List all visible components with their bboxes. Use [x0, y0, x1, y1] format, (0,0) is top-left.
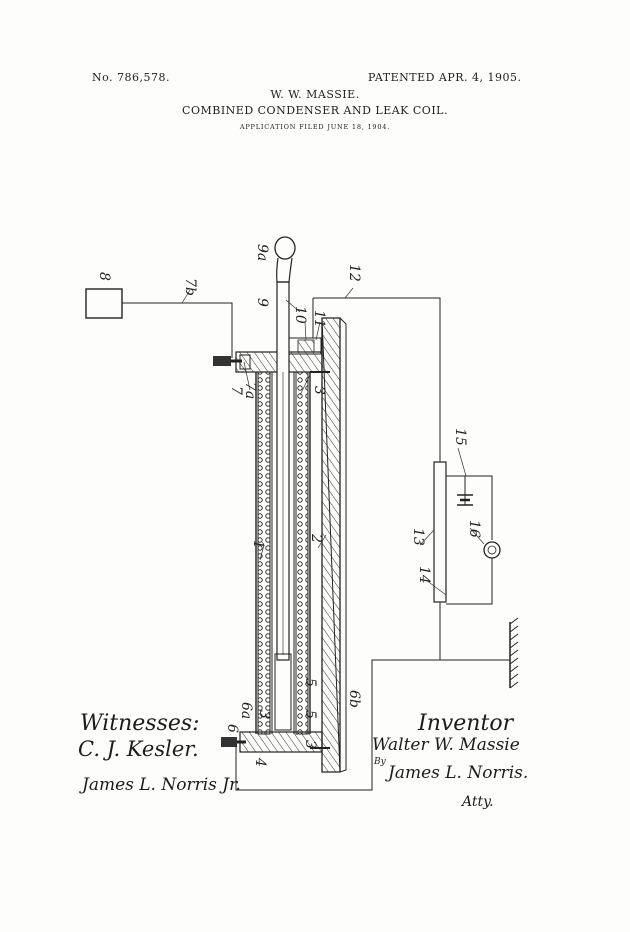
- label-10: 10: [292, 306, 308, 324]
- witnesses-label: Witnesses:: [80, 711, 200, 736]
- application-filed: APPLICATION FILED JUNE 18, 1904.: [239, 123, 391, 131]
- ground-wire: [371, 659, 510, 772]
- leak-coil-13: [433, 461, 447, 660]
- label-7: 7: [228, 386, 244, 395]
- label-6a: 6a: [238, 702, 254, 719]
- terminal-screw-lower: [221, 737, 246, 747]
- label-14: 14: [416, 566, 432, 584]
- label-12: 12: [346, 264, 362, 282]
- patent-number: No. 786,578.: [92, 71, 171, 84]
- witness-2-signature: James L. Norris Jr.: [79, 775, 241, 795]
- atty-label: Atty.: [460, 794, 494, 810]
- patent-date: PATENTED APR. 4, 1905.: [368, 71, 522, 84]
- label-3c: 3: [302, 740, 318, 749]
- label-3b: 3: [256, 710, 272, 719]
- label-5a: 5: [302, 678, 318, 687]
- coil-tube: [255, 371, 311, 735]
- signature-block: Witnesses: C. J. Kesler. James L. Norris…: [78, 711, 528, 810]
- inventor-signature: Walter W. Massie: [372, 735, 520, 755]
- label-5b: 5: [302, 710, 318, 719]
- wire-6b: [235, 745, 373, 791]
- label-4: 4: [252, 757, 268, 767]
- label-13: 13: [410, 528, 426, 546]
- base-board: [321, 317, 347, 773]
- lamp-16: [446, 541, 501, 605]
- wire-7b: [122, 302, 233, 358]
- by-label: By: [373, 757, 387, 767]
- box-8: [85, 288, 123, 319]
- label-2: 2: [308, 533, 324, 543]
- lower-block: [239, 731, 330, 753]
- label-1: 1: [250, 540, 266, 549]
- label-9: 9: [254, 298, 270, 307]
- patent-title: COMBINED CONDENSER AND LEAK COIL.: [182, 104, 448, 117]
- core-rod: [274, 236, 296, 731]
- battery-15: [446, 475, 493, 540]
- terminal-screw-upper: [213, 354, 251, 370]
- figure-labels: 9a 8 7b 9 10 11 12 7 7a 3 15 1 2 13 16 1…: [96, 244, 482, 767]
- witness-1-signature: C. J. Kesler.: [78, 737, 199, 761]
- label-7b: 7b: [182, 278, 198, 296]
- inventor-label: Inventor: [417, 711, 515, 736]
- label-11: 11: [311, 310, 327, 328]
- wire-12: [313, 297, 441, 462]
- label-9a: 9a: [254, 244, 270, 261]
- label-6: 6: [224, 724, 240, 733]
- label-15: 15: [452, 428, 468, 446]
- label-7a: 7a: [242, 382, 258, 399]
- inventor-name: W. W. MASSIE.: [270, 88, 360, 101]
- ground-symbol: [509, 617, 519, 689]
- label-8: 8: [96, 272, 112, 281]
- label-16: 16: [466, 520, 482, 538]
- leader-lines: [181, 287, 485, 596]
- label-3a: 3: [311, 386, 327, 395]
- label-6b: 6b: [346, 690, 362, 708]
- attorney-signature: James L. Norris.: [385, 763, 528, 783]
